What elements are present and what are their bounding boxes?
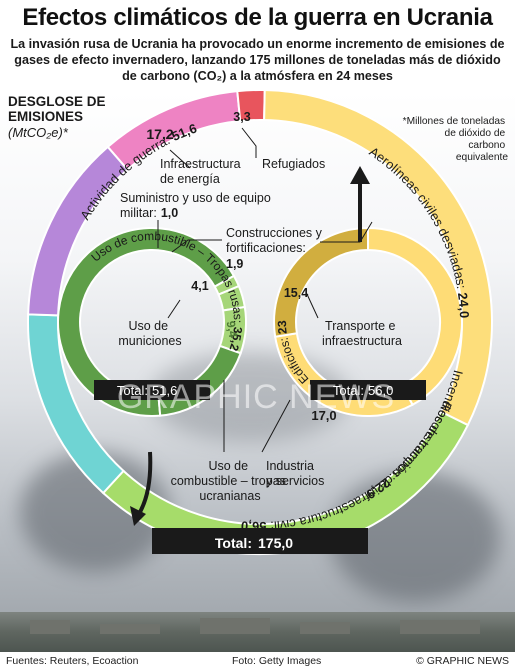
breakdown-heading: DESGLOSE DE EMISIONES xyxy=(8,94,109,124)
callout-municiones: Uso de municiones xyxy=(118,319,181,348)
callout-refugiados: Refugiados xyxy=(262,157,325,171)
callout-construcciones: Construcciones y fortificaciones: 1,9 xyxy=(226,226,325,271)
leader-line-infra xyxy=(169,149,191,169)
outer-total-label: Total: xyxy=(215,535,252,551)
leader-line-industria xyxy=(261,399,291,453)
leader-line-transporte xyxy=(305,291,319,319)
war-total-value: 51,6 xyxy=(152,383,177,398)
callout-industria: Industria y servicios xyxy=(266,459,324,488)
outer-segment-incendios xyxy=(27,145,129,317)
war-total-label: Total: xyxy=(117,383,148,398)
value-label-transporte: 15,4 xyxy=(284,286,308,300)
civil-total-label: Total: xyxy=(333,383,364,398)
outer-ring xyxy=(27,89,493,555)
leader-line-municiones xyxy=(167,299,181,319)
breakdown-unit: (MtCO₂e)* xyxy=(8,125,69,140)
callout-ucranianas: Uso de combustible – tropas ucranianas xyxy=(171,459,290,503)
value-label-infra-energia: 17,2 xyxy=(146,126,173,142)
value-label-ucranianas: 9,4 xyxy=(224,320,241,339)
emissions-chart: Total: 175,0 Total: 51,6 Total: 56,0 Rec… xyxy=(0,0,509,555)
arrow-war-head xyxy=(130,506,146,526)
footer-sources: Fuentes: Reuters, Ecoaction xyxy=(6,655,139,667)
callout-suministro: Suministro y uso de equipo militar:1,0 xyxy=(120,191,274,220)
arrow-war-to-outer xyxy=(138,451,153,513)
value-label-municiones: 4,1 xyxy=(191,279,208,293)
outer-total-value: 175,0 xyxy=(258,535,293,551)
footnote: *Millones de toneladas de dióxido de car… xyxy=(403,116,509,163)
building xyxy=(400,620,480,634)
war-segment-tropas-rusas xyxy=(57,227,236,417)
subtitle: La invasión rusa de Ucrania ha provocado… xyxy=(10,37,505,83)
leader-line-construcciones xyxy=(171,239,222,253)
building xyxy=(100,624,160,634)
footer-credit: © GRAPHIC NEWS xyxy=(416,655,509,667)
footer: Fuentes: Reuters, Ecoaction Foto: Getty … xyxy=(0,652,515,671)
value-label-refugiados: 3,3 xyxy=(233,110,250,124)
callout-transporte: Transporte e infraestructura xyxy=(322,319,402,348)
civil-total-bar xyxy=(310,380,426,400)
building xyxy=(200,618,270,634)
watermark: GRAPHIC NEWS xyxy=(117,378,395,416)
building xyxy=(30,620,70,634)
arrow-civil-head xyxy=(350,166,370,184)
leader-line-refugiados xyxy=(241,127,257,158)
footer-photo: Foto: Getty Images xyxy=(232,655,322,667)
war-total-bar xyxy=(94,380,210,400)
value-label-industria: 17,0 xyxy=(311,408,336,423)
civil-total-value: 56,0 xyxy=(368,383,393,398)
callout-infra-energia: Infraestructura de energía xyxy=(160,157,244,186)
headline: Efectos climáticos de la guerra en Ucran… xyxy=(22,4,493,31)
outer-total-bar xyxy=(152,528,368,554)
building xyxy=(300,622,350,634)
